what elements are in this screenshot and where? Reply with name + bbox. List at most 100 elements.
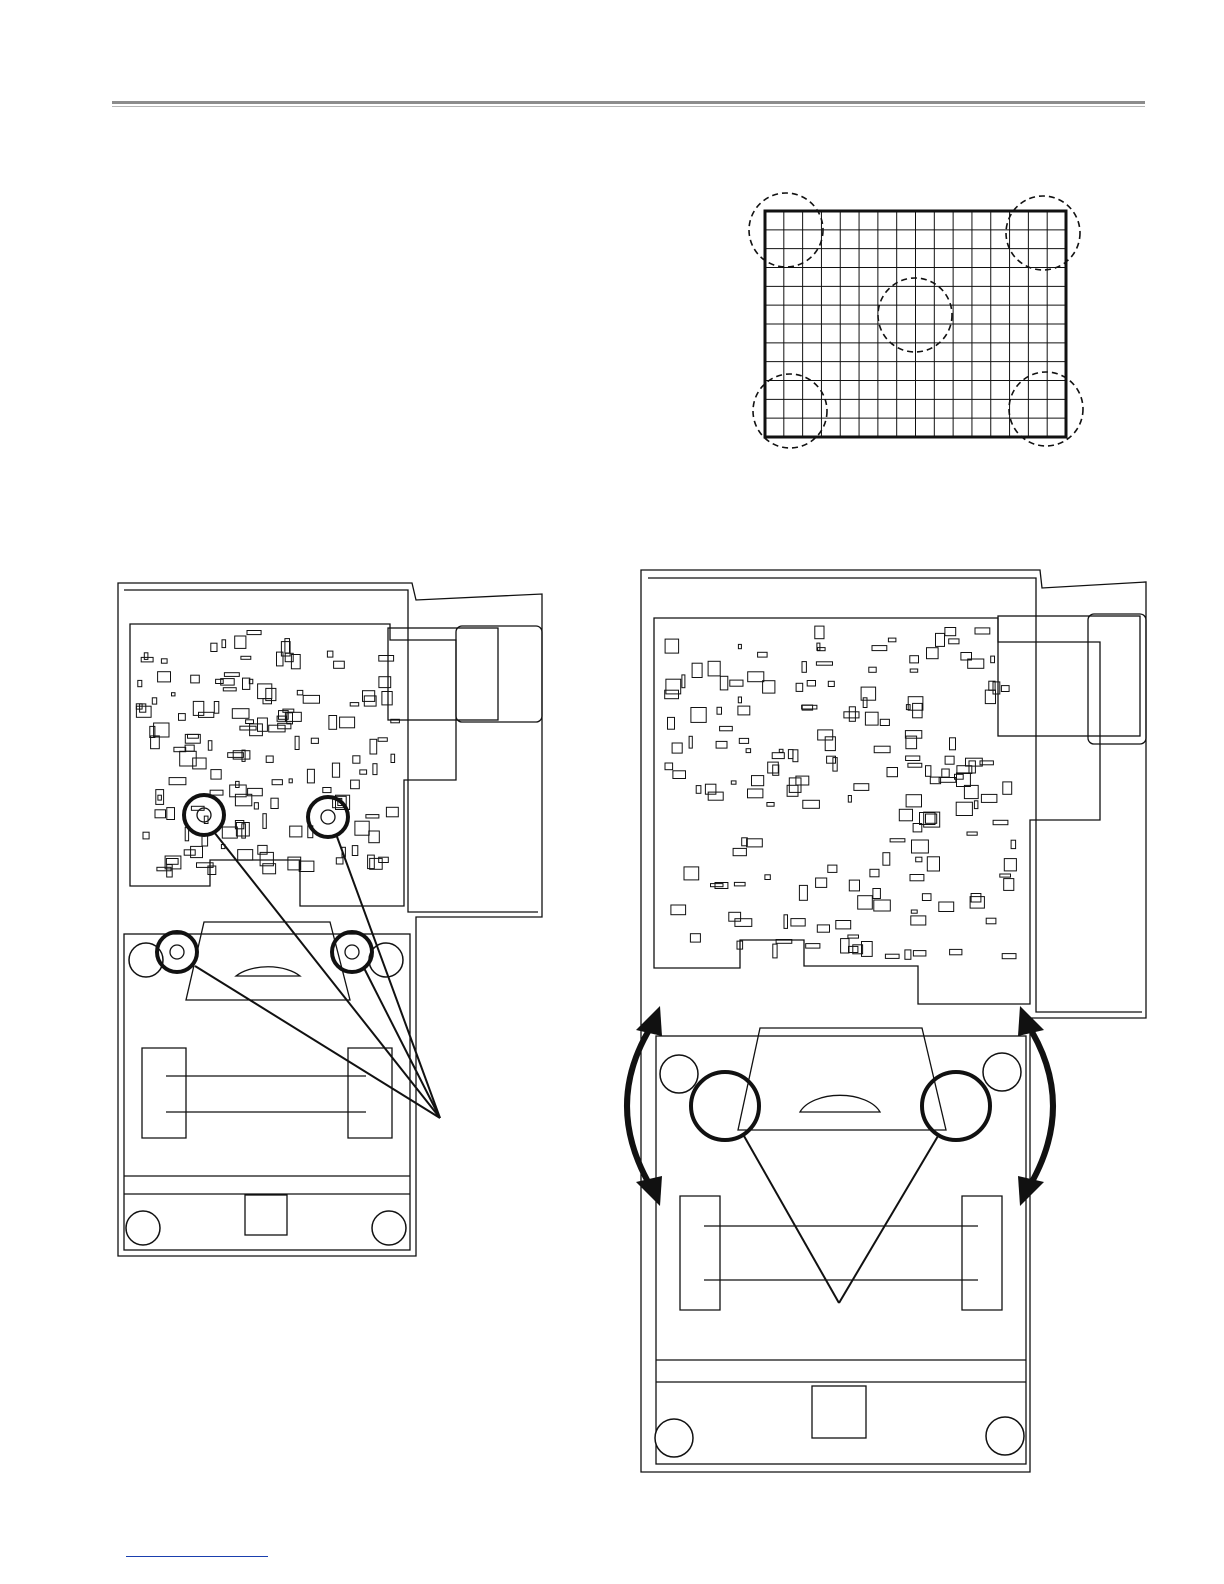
pcb-component	[916, 857, 922, 862]
pcb-component	[906, 795, 921, 807]
right-foot-bottom-right	[986, 1417, 1024, 1455]
right-screw-circle-left	[691, 1072, 759, 1140]
pcb-component	[869, 667, 876, 672]
right-lens-block	[998, 616, 1140, 736]
right-lower-body	[656, 1036, 1026, 1464]
pcb-component	[945, 628, 956, 636]
pcb-component	[854, 784, 869, 791]
pcb-component	[828, 865, 837, 872]
pcb-component	[927, 857, 939, 871]
pcb-component	[862, 942, 873, 957]
pcb-component	[817, 643, 820, 650]
right-side-brackets	[680, 1196, 1002, 1310]
arrowhead-right-top	[1018, 1006, 1044, 1036]
pcb-component	[880, 719, 889, 725]
pcb-component	[720, 676, 728, 690]
right-feet	[655, 1053, 1024, 1457]
pcb-component	[849, 880, 859, 891]
pcb-component	[873, 889, 881, 899]
pcb-component	[985, 690, 995, 704]
pcb-component	[911, 910, 917, 913]
pcb-component	[993, 820, 1008, 824]
pcb-component	[696, 786, 701, 794]
pcb-component	[671, 905, 686, 915]
pcb-component	[746, 749, 751, 753]
pcb-component	[844, 712, 859, 718]
pcb-component	[911, 916, 926, 925]
pcb-component	[949, 639, 959, 644]
right-lens-barrel	[1088, 614, 1146, 744]
pcb-component	[773, 944, 777, 958]
right-foot-top-left	[660, 1055, 698, 1093]
pcb-component	[885, 954, 899, 958]
pcb-component	[874, 746, 890, 753]
pcb-component	[672, 743, 682, 753]
pcb-component	[908, 763, 922, 767]
right-fan-arc	[800, 1095, 880, 1112]
right-chassis-outline	[641, 570, 1146, 1472]
pcb-component	[957, 766, 972, 774]
arrowhead-right-bottom	[1018, 1176, 1044, 1206]
right-bottom-square	[812, 1386, 866, 1438]
arrowhead-left-bottom	[636, 1176, 662, 1206]
pcb-component	[711, 884, 724, 887]
pcb-component	[939, 902, 954, 912]
pcb-component	[747, 839, 763, 847]
pcb-component	[734, 882, 745, 886]
pcb-component	[802, 705, 817, 709]
pcb-component	[665, 690, 679, 699]
pcb-component	[981, 794, 997, 802]
footer-link-underline[interactable]	[126, 1556, 268, 1557]
pcb-component	[836, 921, 851, 929]
pcb-component	[926, 766, 931, 777]
pcb-component	[905, 950, 911, 959]
pcb-component	[692, 663, 702, 677]
pcb-component	[691, 708, 706, 723]
pcb-component	[887, 768, 898, 777]
pcb-component	[799, 885, 807, 900]
pcb-component	[890, 839, 905, 842]
pcb-component	[986, 918, 996, 924]
pcb-component	[956, 802, 972, 815]
pcb-component	[739, 738, 748, 743]
arrowhead-left-top	[636, 1006, 662, 1036]
pcb-component	[841, 939, 849, 953]
pcb-component	[1000, 874, 1011, 877]
right-rail-lines	[704, 1226, 978, 1280]
pcb-component	[779, 749, 783, 752]
pcb-component	[906, 756, 920, 761]
pcb-component	[905, 731, 921, 739]
pcb-component	[796, 683, 803, 691]
pcb-component	[874, 900, 891, 911]
pcb-component	[848, 935, 859, 938]
pcb-component	[936, 633, 945, 646]
pcb-component	[731, 781, 736, 784]
pcb-component	[787, 785, 798, 796]
pcb-component	[1001, 686, 1009, 692]
pcb-component	[1002, 954, 1016, 959]
pcb-component	[971, 894, 981, 903]
right-leader-lines	[744, 1136, 938, 1303]
pcb-component	[1004, 879, 1014, 891]
pcb-component	[825, 737, 835, 751]
pcb-component	[803, 800, 820, 808]
pcb-component	[733, 848, 746, 855]
pcb-component	[807, 681, 815, 687]
pcb-component	[872, 646, 887, 651]
right-screw-circle-right	[922, 1072, 990, 1140]
pcb-component	[1004, 859, 1016, 871]
right-chassis-inner	[648, 578, 1142, 1012]
pcb-component	[720, 726, 733, 730]
pcb-component	[913, 951, 926, 956]
pcb-component	[690, 934, 700, 942]
pcb-component	[806, 944, 820, 949]
pcb-component	[927, 648, 939, 659]
pcb-component	[752, 776, 764, 786]
pcb-component	[748, 789, 763, 798]
pcb-component	[748, 672, 764, 682]
pcb-component	[888, 638, 896, 642]
pcb-component	[735, 919, 752, 927]
pcb-component	[922, 894, 931, 901]
pcb-component	[708, 661, 720, 676]
